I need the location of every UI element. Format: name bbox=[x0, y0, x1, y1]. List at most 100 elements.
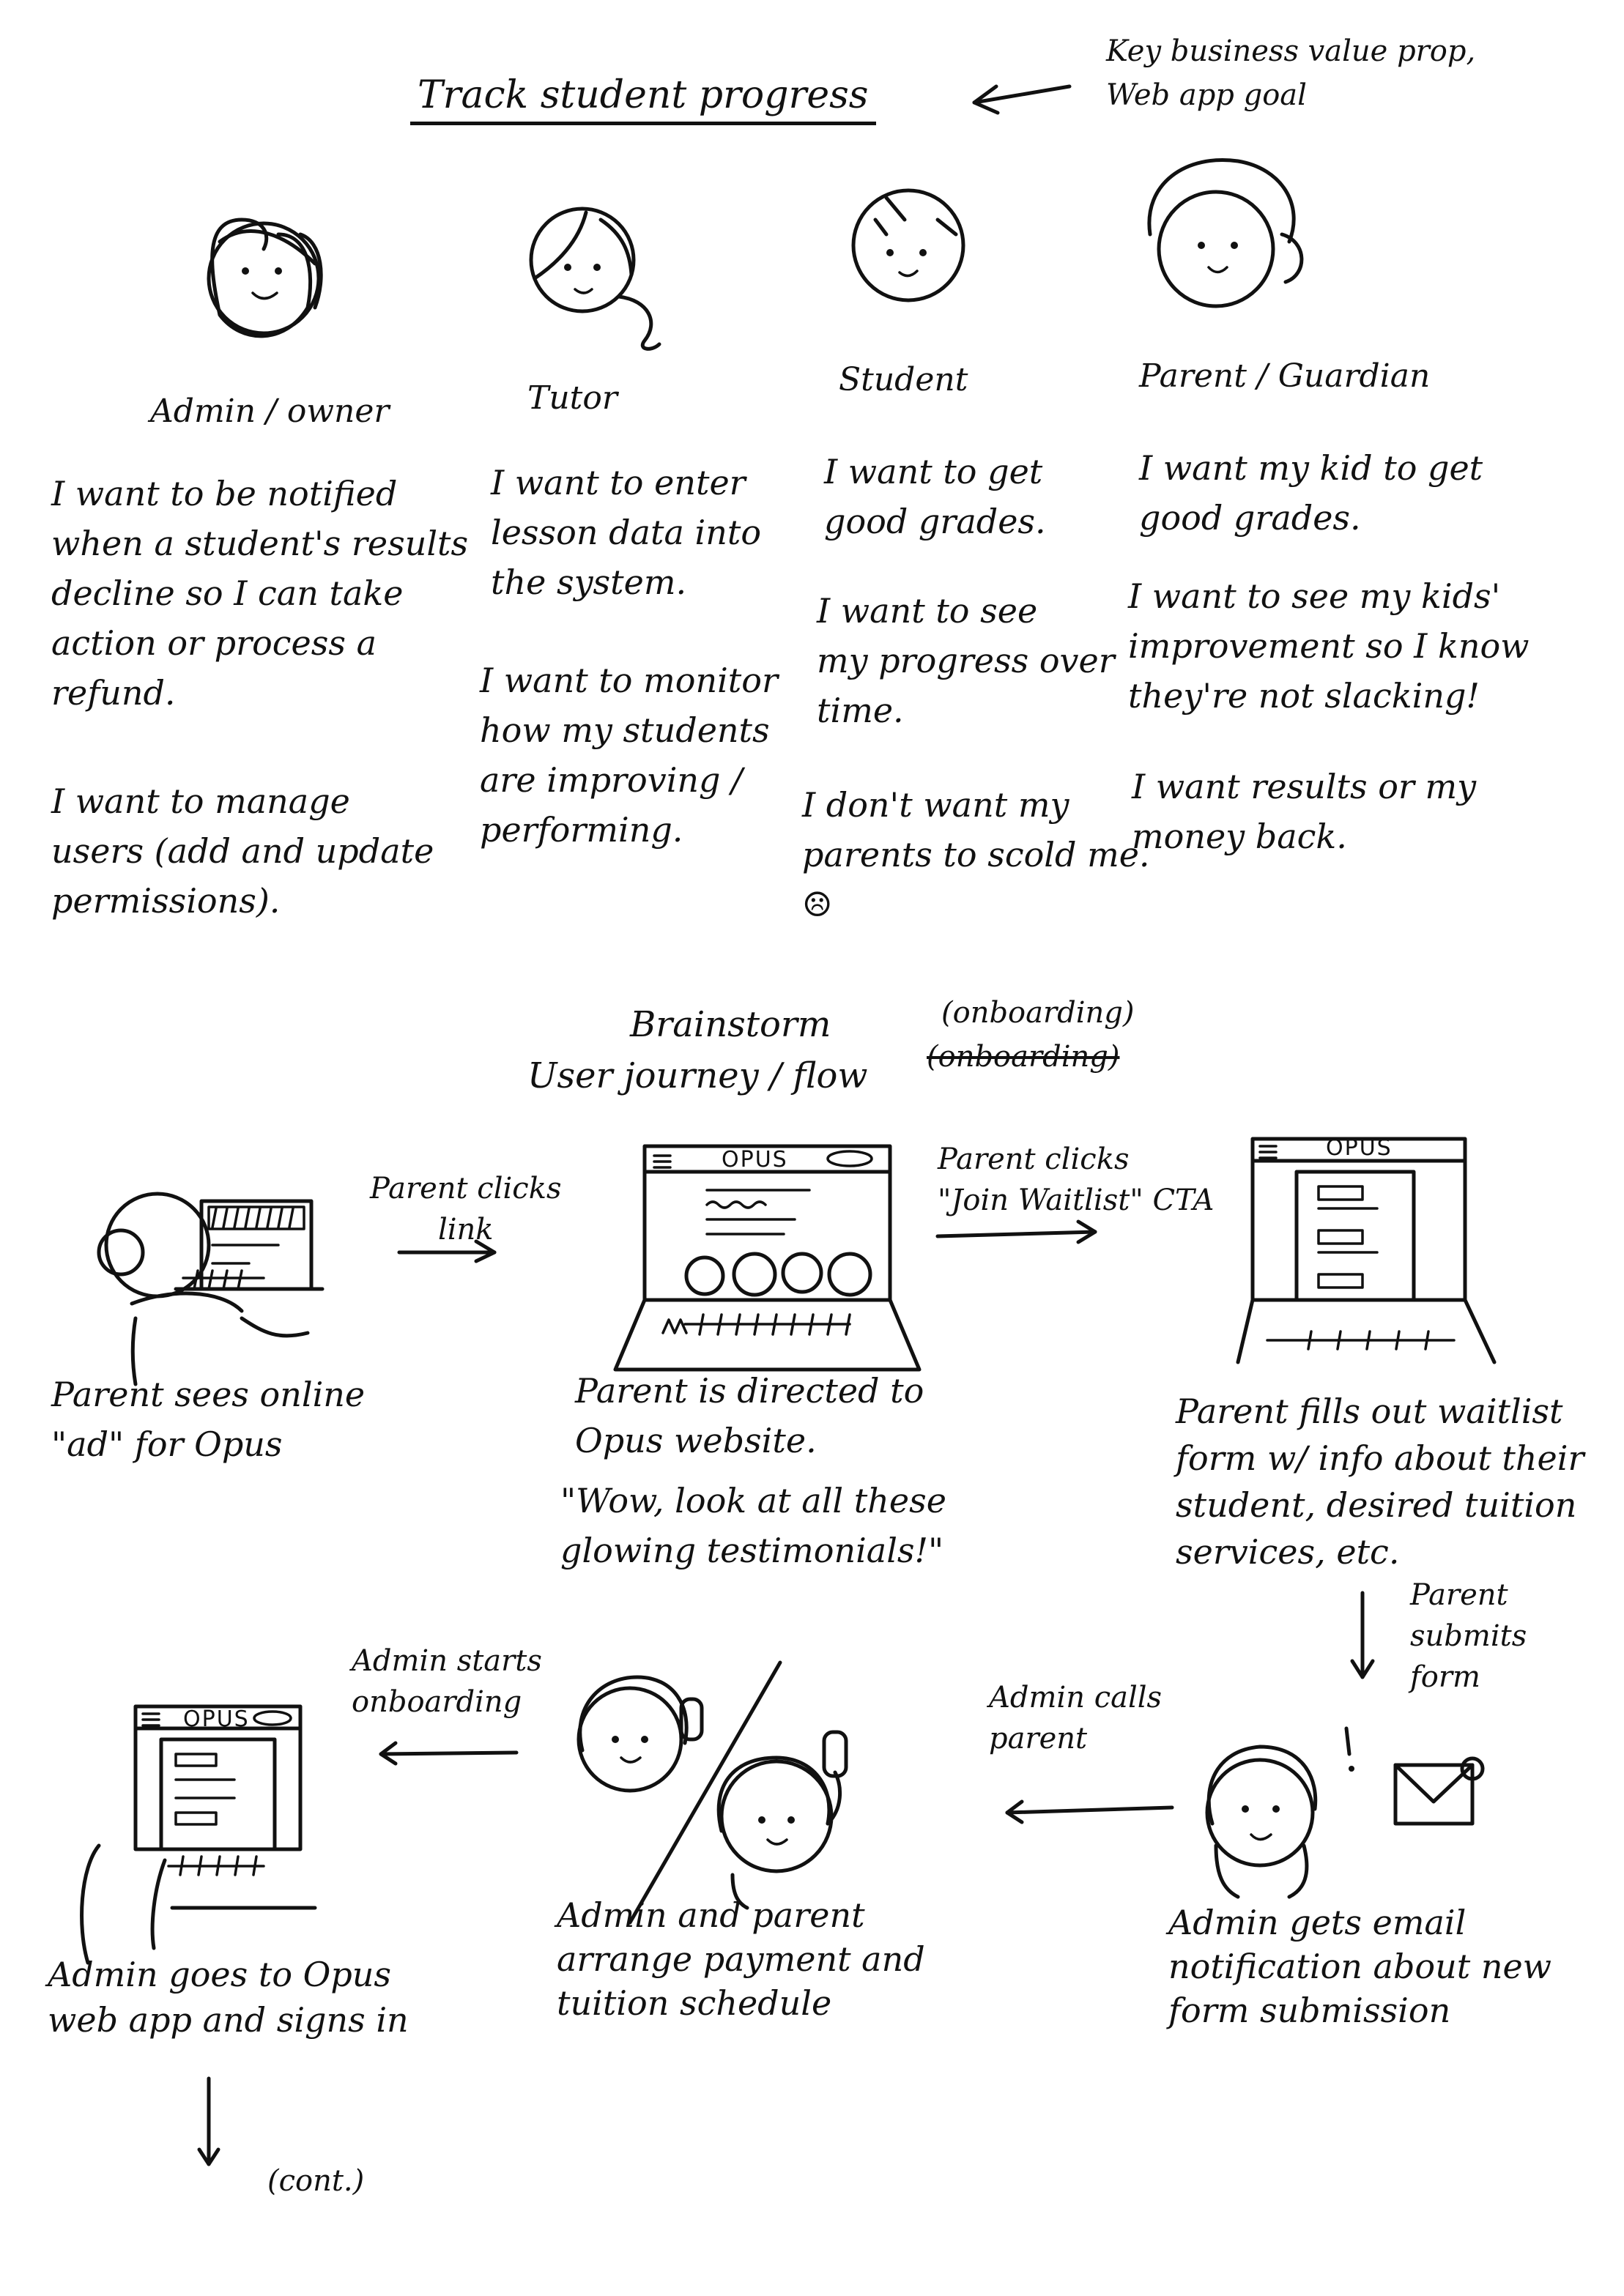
flow-arrow-1 bbox=[397, 1239, 497, 1263]
opus-website-laptop-sketch bbox=[613, 1144, 922, 1372]
transition-label-4: Admin calls parent bbox=[989, 1677, 1162, 1759]
admin-goal-2: I want to manage users (add and update p… bbox=[51, 776, 434, 926]
caption-line: form w/ info about their bbox=[1176, 1438, 1584, 1478]
step-caption-5: Admin and parent arrange payment and tui… bbox=[557, 1893, 925, 2025]
goal-line: performing. bbox=[480, 810, 683, 850]
goal-line: lesson data into bbox=[491, 513, 762, 552]
transition-line: "Join Waitlist" CTA bbox=[938, 1184, 1215, 1217]
goal-line: I want to manage bbox=[51, 781, 350, 821]
annotation-line: Web app goal bbox=[1106, 78, 1307, 112]
transition-line: Admin starts bbox=[352, 1644, 542, 1678]
parent-laptop-sketch bbox=[97, 1192, 325, 1386]
transition-line: link bbox=[437, 1213, 494, 1247]
goal-line: users (add and update bbox=[51, 831, 434, 871]
caption-line: student, desired tuition bbox=[1176, 1485, 1577, 1525]
transition-label-2: Parent clicks "Join Waitlist" CTA bbox=[938, 1139, 1214, 1221]
transition-label-5: Admin starts onboarding bbox=[352, 1641, 542, 1723]
step-caption-3: Parent fills out waitlist form w/ info a… bbox=[1176, 1388, 1584, 1575]
goal-line: money back. bbox=[1132, 817, 1347, 856]
step-caption-1: Parent sees online "ad" for Opus bbox=[51, 1370, 365, 1469]
continued-label: (cont.) bbox=[267, 2164, 365, 2198]
goal-line: permissions). bbox=[51, 881, 281, 921]
admin-parent-call-sketch bbox=[576, 1660, 848, 1925]
goal-line: improvement so I know bbox=[1128, 626, 1530, 666]
flow-arrow-continue bbox=[197, 2076, 220, 2166]
student-goal-1: I want to get good grades. bbox=[824, 447, 1046, 546]
caption-line: arrange payment and bbox=[557, 1939, 925, 1979]
onboarding-struck: (onboarding) bbox=[927, 1040, 1120, 1074]
tutor-goal-1: I want to enter lesson data into the sys… bbox=[491, 458, 761, 607]
title-annotation: Key business value prop, Web app goal bbox=[1106, 29, 1475, 117]
transition-line: Parent clicks bbox=[938, 1143, 1130, 1176]
sad-face-icon: ☹ bbox=[802, 885, 833, 924]
goal-line: the system. bbox=[491, 562, 687, 602]
parent-guardian-face-icon bbox=[1147, 158, 1304, 308]
goal-line: parents to scold me. bbox=[802, 835, 1150, 874]
parent-goal-1: I want my kid to get good grades. bbox=[1139, 443, 1483, 543]
goal-line: they're not slacking! bbox=[1128, 676, 1480, 716]
persona-name-parent: Parent / Guardian bbox=[1139, 357, 1431, 395]
goal-line: good grades. bbox=[1139, 498, 1361, 538]
flow-arrow-4 bbox=[1005, 1799, 1174, 1824]
step-caption-2: Parent is directed to Opus website. bbox=[575, 1366, 924, 1465]
caption-line: Admin gets email bbox=[1168, 1903, 1467, 1942]
caption-line: Admin goes to Opus bbox=[48, 1955, 392, 1994]
flow-arrow-2 bbox=[935, 1219, 1097, 1244]
goal-line: time. bbox=[817, 691, 904, 730]
step-caption-4: Admin gets email notification about new … bbox=[1168, 1901, 1551, 2032]
goal-line: I want to enter bbox=[491, 463, 746, 502]
annotation-arrow bbox=[972, 84, 1072, 115]
onboarding-replacement: (onboarding) bbox=[941, 996, 1135, 1030]
goal-line: my progress over bbox=[817, 641, 1115, 680]
goal-line: I want to be notified bbox=[51, 474, 398, 513]
tutor-goal-2: I want to monitor how my students are im… bbox=[480, 655, 778, 855]
student-face-icon bbox=[851, 188, 965, 302]
student-goal-2: I want to see my progress over time. bbox=[817, 586, 1115, 735]
quote-line: glowing testimonials!" bbox=[560, 1531, 944, 1570]
step-quote-2: "Wow, look at all these glowing testimon… bbox=[560, 1476, 946, 1575]
admin-email-sketch bbox=[1205, 1726, 1485, 1899]
transition-line: Parent clicks bbox=[370, 1172, 562, 1205]
goal-line: how my students bbox=[480, 710, 770, 750]
persona-name-tutor: Tutor bbox=[527, 379, 618, 417]
goal-line: are improving / bbox=[480, 760, 743, 800]
transition-line: Parent bbox=[1410, 1578, 1508, 1612]
persona-name-admin: Admin / owner bbox=[150, 393, 390, 430]
goal-line: I don't want my bbox=[802, 785, 1069, 825]
goal-line: refund. bbox=[51, 673, 176, 713]
opus-logo-step6: OPUS bbox=[183, 1706, 250, 1732]
transition-line: onboarding bbox=[352, 1685, 522, 1719]
goal-line: good grades. bbox=[824, 502, 1046, 541]
quote-line: "Wow, look at all these bbox=[560, 1481, 946, 1520]
caption-line: form submission bbox=[1168, 1991, 1451, 2030]
goal-line: I want to see bbox=[817, 591, 1038, 631]
goal-line: I want to monitor bbox=[480, 661, 778, 700]
caption-line: Opus website. bbox=[575, 1421, 817, 1460]
parent-goal-2: I want to see my kids' improvement so I … bbox=[1128, 571, 1530, 721]
transition-line: parent bbox=[989, 1722, 1088, 1756]
goal-line: I want results or my bbox=[1132, 767, 1477, 806]
tutor-face-icon bbox=[529, 207, 661, 351]
caption-line: "ad" for Opus bbox=[51, 1424, 283, 1464]
step-caption-6: Admin goes to Opus web app and signs in bbox=[48, 1952, 409, 2043]
goal-line: decline so I can take bbox=[51, 573, 404, 613]
caption-line: services, etc. bbox=[1176, 1532, 1400, 1572]
caption-line: tuition schedule bbox=[557, 1983, 832, 2023]
transition-label-1: Parent clicks link bbox=[370, 1168, 561, 1250]
waitlist-form-laptop-sketch bbox=[1236, 1137, 1497, 1364]
persona-name-student: Student bbox=[839, 361, 968, 398]
caption-line: Parent sees online bbox=[51, 1375, 366, 1414]
goal-line: action or process a bbox=[51, 623, 377, 663]
caption-line: web app and signs in bbox=[48, 2000, 409, 2040]
goal-line: I want to see my kids' bbox=[1128, 576, 1501, 616]
brainstorm-heading: Brainstorm bbox=[630, 1004, 831, 1045]
caption-line: notification about new bbox=[1168, 1947, 1552, 1986]
parent-goal-3: I want results or my money back. bbox=[1132, 762, 1476, 861]
transition-line: submits bbox=[1410, 1619, 1527, 1653]
student-goal-3: I don't want my parents to scold me. ☹ bbox=[802, 780, 1150, 929]
opus-web-app-sketch bbox=[80, 1704, 317, 1965]
transition-line: Admin calls bbox=[989, 1681, 1163, 1714]
annotation-line: Key business value prop, bbox=[1106, 34, 1476, 68]
